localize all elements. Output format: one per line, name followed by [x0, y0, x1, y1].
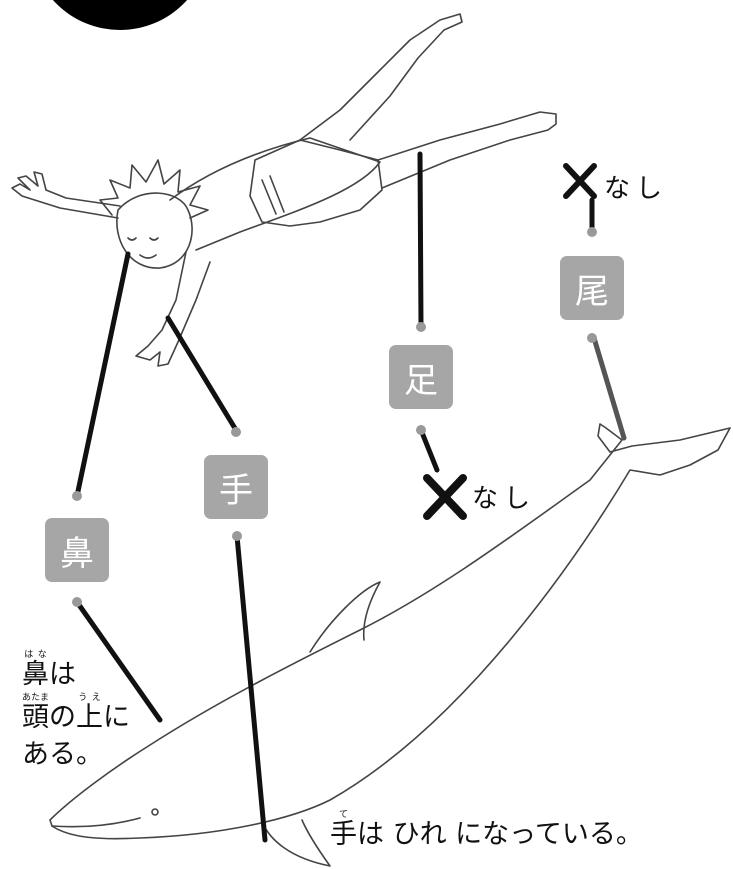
tail-to-dolphin-line — [591, 335, 627, 441]
foot-none-text: なし — [472, 484, 537, 514]
foot-bottom-dot — [416, 425, 426, 435]
nose-note-line-1: 鼻はなは — [22, 650, 130, 693]
nose-to-dolphin-line — [74, 599, 163, 723]
nose-note-no: の — [49, 702, 76, 734]
hand-note-ruby: て — [330, 810, 357, 820]
nose-note-ruby: はな — [22, 650, 49, 660]
tail-top-dot — [587, 227, 597, 237]
hand-to-boy-line — [165, 315, 239, 433]
head-kanji: 頭 — [22, 702, 49, 734]
connector-lines — [74, 151, 595, 843]
hand-note-rest: は ひれ になっている。 — [357, 819, 643, 850]
foot-to-boy-line — [417, 151, 424, 329]
top-kanji: 上 — [76, 702, 103, 734]
connector-dots — [72, 227, 597, 607]
tail-none-text: なし — [604, 174, 669, 204]
foot-top-dot — [416, 322, 426, 332]
hand-bottom-dot — [232, 531, 242, 541]
label-nose-text: 鼻 — [60, 533, 94, 574]
foot-to-none-line — [418, 427, 440, 473]
nose-note: 鼻はなは 頭あたまの上うえに ある。 — [22, 650, 130, 773]
nose-note-kanji: 鼻 — [22, 659, 49, 690]
label-tail-text: 尾 — [575, 271, 609, 312]
hand-note: 手ては ひれ になっている。 — [330, 810, 643, 853]
hand-to-dolphin-line — [234, 533, 268, 843]
hand-note-kanji: 手 — [330, 819, 357, 850]
label-foot-text: 足 — [404, 360, 438, 401]
label-hand: 手 — [204, 455, 268, 519]
nose-note-line-3: ある。 — [22, 738, 103, 770]
hand-top-dot — [231, 427, 241, 437]
nose-top-dot — [72, 491, 82, 501]
label-tail: 尾 — [560, 256, 624, 320]
nose-to-boy-line — [74, 251, 131, 499]
foot-none-x-icon — [423, 474, 467, 520]
nose-note-rest: は — [49, 659, 76, 690]
decorative-black-circle — [52, 0, 188, 30]
nose-bottom-dot — [72, 597, 82, 607]
tail-bottom-dot — [587, 333, 597, 343]
label-foot: 足 — [389, 345, 453, 409]
dolphin-illustration — [49, 423, 731, 867]
top-ruby: うえ — [76, 693, 103, 704]
boy-illustration — [11, 13, 557, 367]
nose-note-ni: に — [103, 702, 130, 734]
tail-none-x-icon — [563, 163, 597, 199]
nose-note-line-2: 頭あたまの上うえに — [22, 693, 130, 736]
label-nose: 鼻 — [45, 518, 109, 582]
label-hand-text: 手 — [219, 470, 253, 511]
head-ruby: あたま — [22, 693, 49, 704]
